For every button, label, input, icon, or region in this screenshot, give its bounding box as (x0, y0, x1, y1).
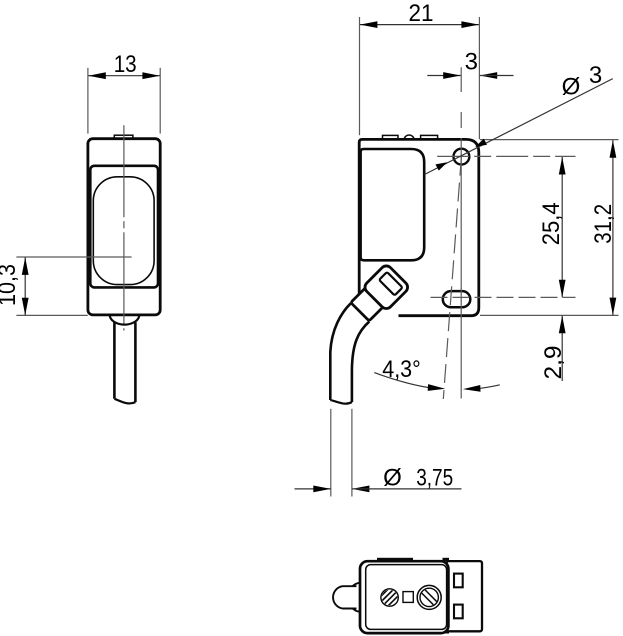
svg-text:25,4: 25,4 (538, 202, 565, 245)
svg-text:Ø: Ø (562, 74, 581, 101)
svg-text:2,9: 2,9 (540, 346, 567, 380)
svg-text:13: 13 (114, 51, 137, 78)
svg-text:3: 3 (465, 49, 478, 76)
svg-text:Ø: Ø (383, 464, 402, 491)
svg-text:3: 3 (589, 62, 602, 89)
svg-text:10,3: 10,3 (0, 264, 21, 306)
svg-text:31,2: 31,2 (590, 204, 617, 244)
svg-text:4,3°: 4,3° (382, 356, 421, 383)
svg-text:3,75: 3,75 (416, 464, 453, 491)
svg-text:21: 21 (409, 0, 434, 27)
